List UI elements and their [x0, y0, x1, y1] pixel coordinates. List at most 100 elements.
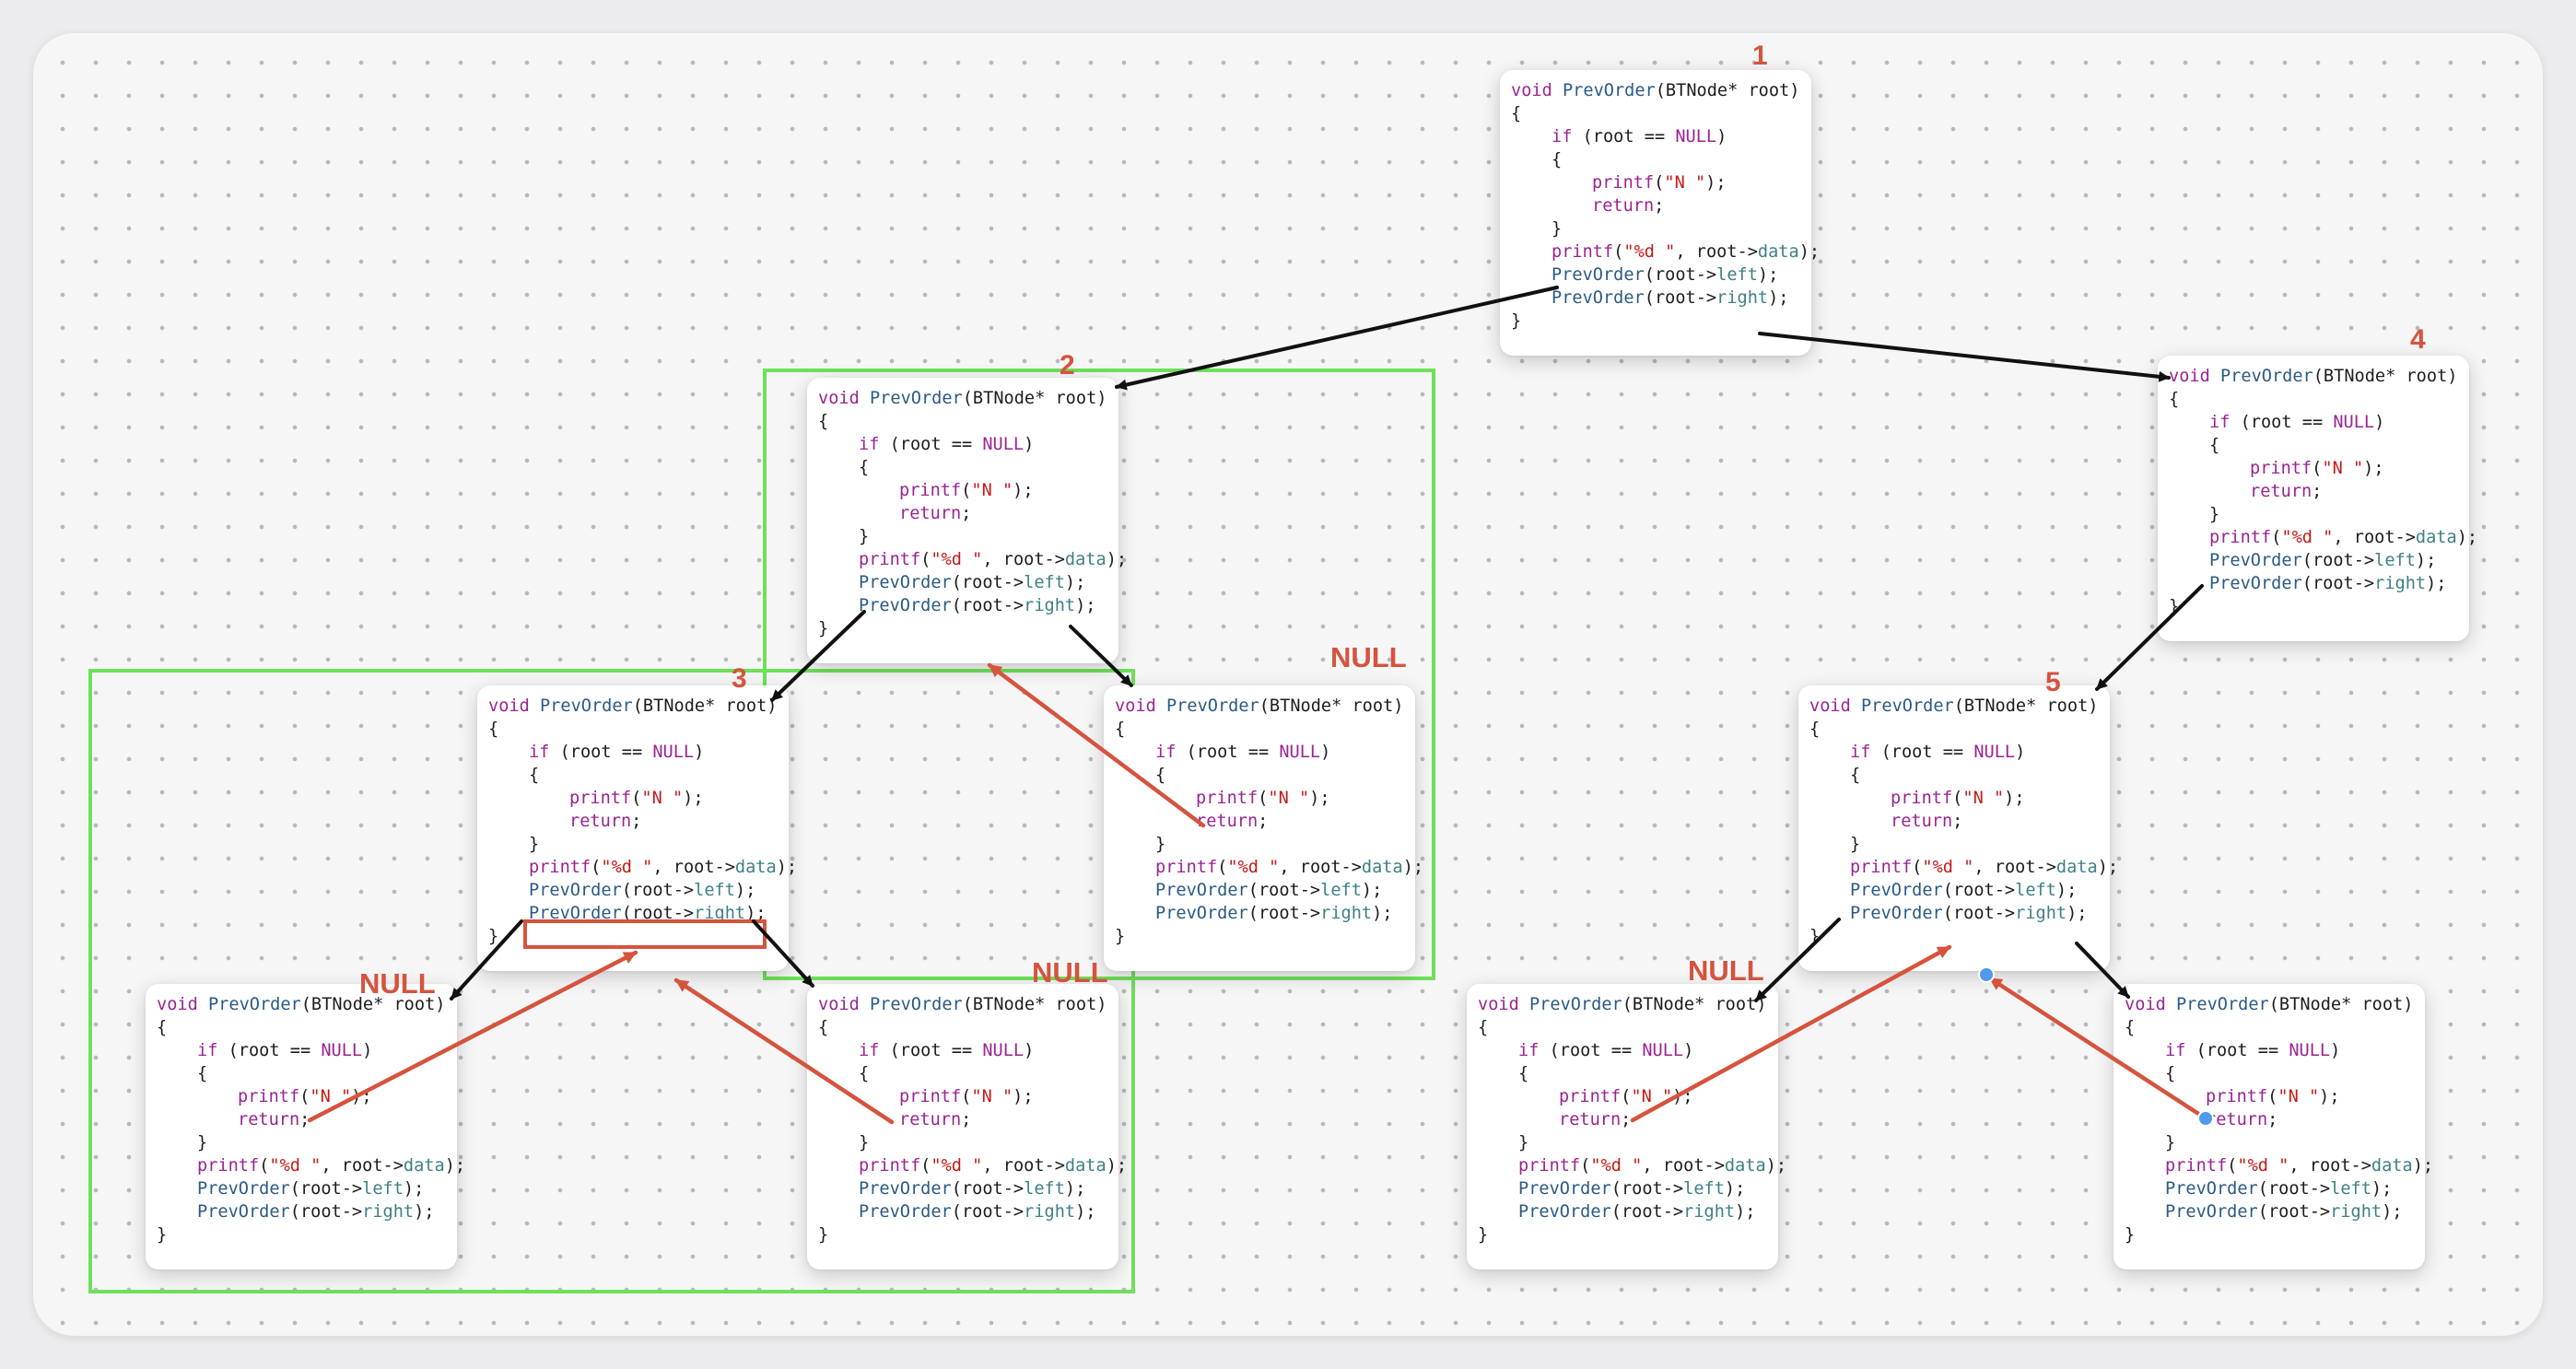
code-card-null-c[interactable]: void PrevOrder(BTNode* root){if (root ==…: [807, 984, 1127, 1270]
code-token: );: [2456, 528, 2478, 547]
code-line-11: }: [2169, 597, 2180, 616]
code-token: (: [259, 1156, 270, 1176]
highlight-frame-call-3[interactable]: [88, 669, 1135, 1293]
code-line-5: printf("N ");: [818, 479, 1127, 502]
code-token: (: [1621, 1087, 1632, 1106]
code-token: , root->: [652, 858, 735, 877]
code-card-null-d[interactable]: void PrevOrder(BTNode* root){if (root ==…: [1467, 984, 1786, 1270]
current-line-highlight[interactable]: [523, 919, 767, 949]
code-token: (: [961, 1087, 972, 1106]
code-token: (: [1952, 789, 1963, 808]
code-line-4: {: [1850, 766, 1861, 785]
code-token: (root ==: [1870, 743, 1974, 762]
code-line-4: {: [1155, 766, 1166, 785]
code-token: ): [1024, 1041, 1035, 1060]
code-token: PrevOrder: [2165, 1202, 2258, 1222]
code-card-null-b[interactable]: void PrevOrder(BTNode* root){if (root ==…: [146, 984, 465, 1270]
code-token: right: [2015, 904, 2067, 923]
code-line-3: if (root == NULL): [1511, 125, 1820, 148]
step-label-4: 4: [2410, 324, 2426, 355]
code-token: (root->: [1644, 288, 1717, 308]
code-line-6: return;: [1809, 810, 2118, 833]
step-label-3: 3: [732, 663, 747, 694]
code-line-4: {: [2209, 436, 2220, 455]
code-line-9: PrevOrder(root->left);: [1511, 263, 1820, 287]
code-token: NULL: [1675, 127, 1717, 146]
code-token: left: [1320, 881, 1362, 900]
code-token: data: [2415, 528, 2457, 547]
code-card-null-e[interactable]: void PrevOrder(BTNode* root){if (root ==…: [2113, 984, 2433, 1270]
code-card-call-4[interactable]: void PrevOrder(BTNode* root){if (root ==…: [2158, 356, 2477, 641]
code-line-8: printf("%d ", root->data);: [1511, 240, 1820, 263]
code-line-1: void PrevOrder(BTNode* root): [818, 387, 1127, 410]
code-line-5: printf("N ");: [2169, 457, 2477, 480]
code-token: data: [403, 1156, 445, 1176]
code-token: ;: [2312, 482, 2323, 501]
code-token: left: [362, 1179, 404, 1199]
code-token: [1552, 81, 1563, 100]
code-token: (: [591, 858, 602, 877]
code-token: );: [2415, 551, 2437, 570]
code-token: PrevOrder: [2175, 995, 2269, 1014]
code-line-4: {: [859, 1064, 870, 1083]
code-token: );: [403, 1179, 425, 1199]
code-line-9: PrevOrder(root->left);: [818, 571, 1127, 594]
highlight-frame-call-2[interactable]: [763, 369, 1435, 980]
code-token: printf: [899, 1087, 962, 1106]
code-token: PrevOrder: [859, 1179, 952, 1199]
code-token: (: [1580, 1156, 1591, 1176]
code-token: ): [1716, 127, 1727, 146]
code-token: data: [1361, 858, 1403, 877]
code-token: (root ==: [1176, 743, 1280, 762]
code-token: [198, 995, 208, 1014]
code-token: void: [1478, 995, 1519, 1014]
code-card-call-2[interactable]: void PrevOrder(BTNode* root){if (root ==…: [807, 378, 1127, 663]
code-card-null-a[interactable]: void PrevOrder(BTNode* root){if (root ==…: [1104, 685, 1423, 971]
code-token: (root->: [1247, 881, 1321, 900]
code-listing: void PrevOrder(BTNode* root){if (root ==…: [1478, 993, 1786, 1246]
code-token: , root->: [2289, 1156, 2371, 1176]
code-token: "%d ": [1623, 242, 1676, 262]
code-token: "N ": [1631, 1087, 1673, 1106]
code-token: void: [2125, 995, 2166, 1014]
code-token: void: [2169, 367, 2210, 386]
code-line-11: }: [818, 619, 829, 638]
code-token: );: [1075, 1202, 1096, 1222]
code-line-8: printf("%d ", root->data);: [818, 1154, 1127, 1177]
code-token: (: [1258, 789, 1269, 808]
code-token: right: [1024, 1202, 1076, 1222]
code-token: printf: [859, 550, 921, 569]
code-token: );: [2371, 1179, 2393, 1199]
code-token: , root->: [982, 550, 1065, 569]
code-token: );: [2412, 1156, 2434, 1176]
code-card-call-5[interactable]: void PrevOrder(BTNode* root){if (root ==…: [1798, 685, 2118, 971]
code-line-9: PrevOrder(root->left);: [1115, 879, 1423, 902]
code-token: (root->: [1610, 1202, 1684, 1222]
code-line-1: void PrevOrder(BTNode* root): [488, 695, 797, 718]
code-line-7: }: [2209, 505, 2220, 524]
code-token: printf: [569, 789, 632, 808]
code-token: "%d ": [931, 1156, 983, 1176]
code-line-1: void PrevOrder(BTNode* root): [1115, 695, 1423, 718]
code-token: );: [1724, 1179, 1746, 1199]
code-token: (root->: [2301, 574, 2375, 593]
code-token: printf: [1155, 858, 1218, 877]
code-token: left: [2330, 1179, 2371, 1199]
code-card-call-1[interactable]: void PrevOrder(BTNode* root){if (root ==…: [1500, 70, 1820, 356]
code-token: (root ==: [549, 743, 653, 762]
code-token: );: [1672, 1087, 1693, 1106]
code-token: left: [1716, 265, 1758, 285]
code-listing: void PrevOrder(BTNode* root){if (root ==…: [2169, 365, 2477, 618]
code-token: "N ": [310, 1087, 352, 1106]
code-listing: void PrevOrder(BTNode* root){if (root ==…: [818, 993, 1127, 1246]
code-token: (root->: [2301, 551, 2375, 570]
code-line-8: printf("%d ", root->data);: [2169, 526, 2477, 549]
code-token: );: [351, 1087, 372, 1106]
code-token: data: [734, 858, 777, 877]
code-token: );: [1765, 1156, 1787, 1176]
code-token: data: [2371, 1156, 2413, 1176]
code-card-call-3[interactable]: void PrevOrder(BTNode* root){if (root ==…: [477, 685, 797, 971]
code-token: [1519, 995, 1529, 1014]
code-token: (BTNode* root): [962, 389, 1107, 408]
code-token: );: [2097, 858, 2119, 877]
